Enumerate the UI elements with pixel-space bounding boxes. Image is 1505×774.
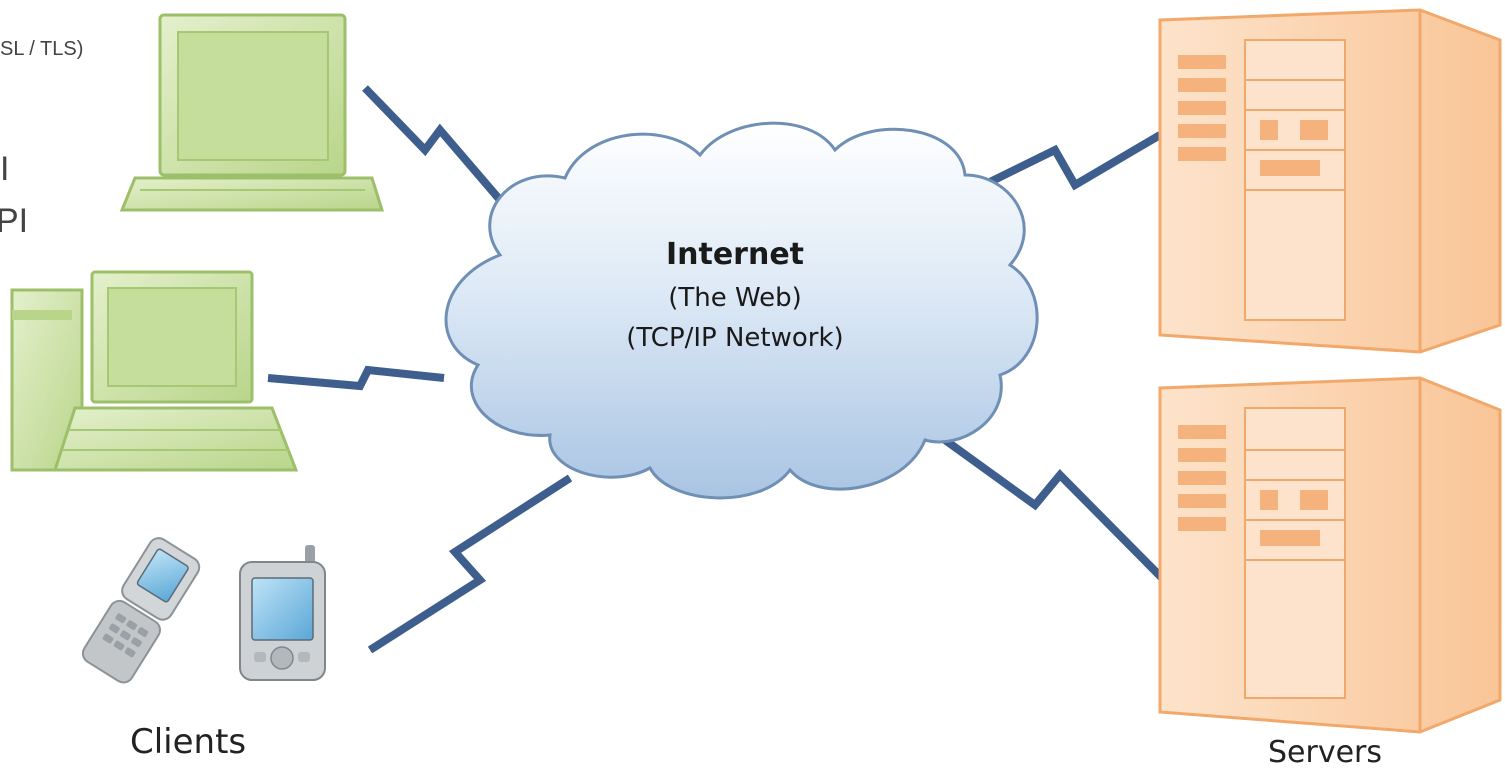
internet-subtitle: (The Web) — [668, 283, 802, 313]
server-tower-icon — [1158, 376, 1502, 734]
desktop-computer-icon — [10, 270, 299, 472]
internet-label-group: Internet (The Web) (TCP/IP Network) — [560, 232, 910, 358]
connection-lines — [267, 85, 1165, 654]
link-desktop-internet — [267, 365, 445, 391]
internet-network-label: (TCP/IP Network) — [626, 323, 844, 353]
link-internet-server-top — [986, 131, 1163, 191]
background-text-line: SL / TLS) — [0, 38, 84, 60]
link-phones-internet — [367, 474, 573, 654]
background-text-line: I — [0, 150, 10, 188]
flip-phone-icon — [81, 537, 201, 684]
laptop-icon — [119, 13, 385, 212]
internet-title: Internet — [665, 237, 805, 272]
link-laptop-internet — [362, 85, 504, 203]
servers-label: Servers — [1268, 735, 1383, 770]
internet-cloud — [444, 121, 1039, 500]
clients-label: Clients — [130, 722, 247, 762]
smartphone-icon — [239, 545, 326, 681]
link-internet-server-bottom — [942, 436, 1165, 581]
server-tower-icon — [1158, 8, 1502, 354]
background-text-line: PI — [0, 202, 29, 240]
